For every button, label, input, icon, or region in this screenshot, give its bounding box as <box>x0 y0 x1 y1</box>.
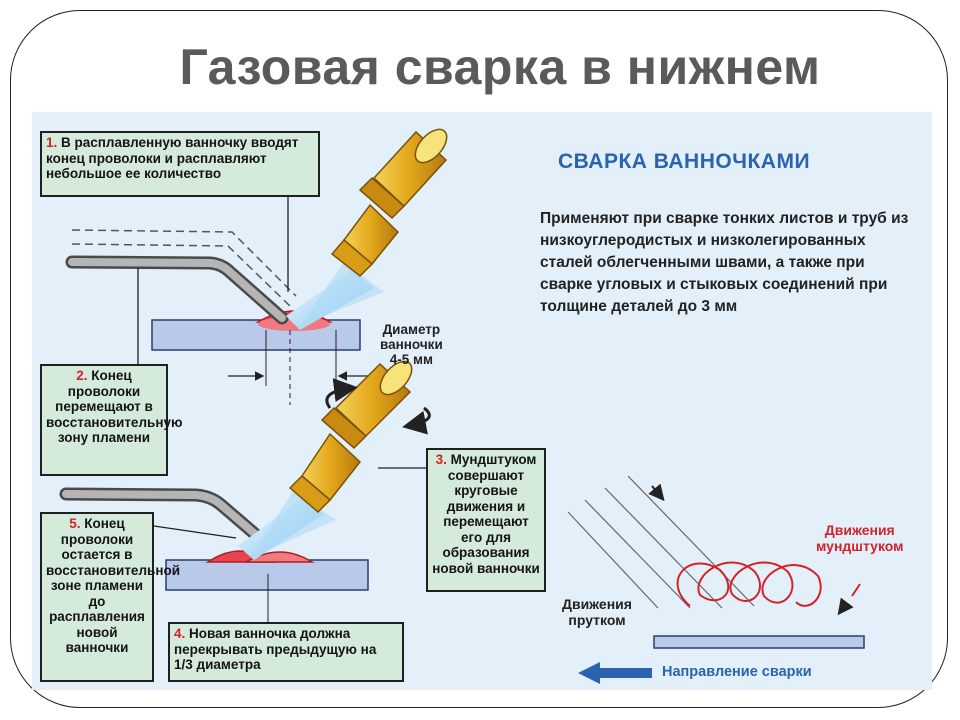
rod-motion-label: Движения прутком <box>562 596 632 628</box>
step-2-text: Конец проволоки перемещают в восстановит… <box>46 368 183 445</box>
direction-label: Направление сварки <box>662 664 812 680</box>
step-3-number: 3. <box>435 452 447 467</box>
step-5-text: Конец проволоки остается в восстановител… <box>46 516 181 655</box>
nozzle-motion-spiral <box>676 561 861 616</box>
step-1-number: 1. <box>46 135 58 150</box>
rod-motion-lines <box>567 475 755 609</box>
step-5-box: 5. Конец проволоки остается в восстанови… <box>40 512 180 682</box>
nozzle-motion-label: Движения мундштуком <box>816 522 904 554</box>
step-2-number: 2. <box>76 368 88 383</box>
direction-arrow-icon <box>578 662 652 684</box>
diagram-description: Применяют при сварке тонких листов и тру… <box>540 210 909 315</box>
step-4-text: Новая ванночка должна перекрывать предыд… <box>174 626 377 672</box>
top-plate <box>151 310 361 351</box>
step-5-number: 5. <box>69 516 81 531</box>
step-2-box: 2. Конец проволоки перемещают в восстано… <box>40 364 183 476</box>
step-3-text: Мундштуком совершают круговые движения и… <box>432 452 540 576</box>
step-4-box: 4. Новая ванночка должна перекрывать пре… <box>168 622 404 682</box>
bottom-torch <box>288 360 413 514</box>
diameter-label: Диаметр ванночки 4-5 мм <box>380 322 443 367</box>
diagram-panel <box>32 112 932 690</box>
slide-title: Газовая сварка в нижнем <box>179 39 821 95</box>
step-1-text: В расплавленную ванночку вводят конец пр… <box>46 135 299 181</box>
slide-frame <box>10 10 948 708</box>
motion-plate <box>653 635 865 649</box>
bottom-wire <box>59 487 269 547</box>
top-flame <box>286 262 384 330</box>
top-wire-dashed <box>71 229 297 307</box>
step-1-box: 1. В расплавленную ванночку вводят конец… <box>40 131 320 197</box>
diagram-heading: СВАРКА ВАННОЧКАМИ <box>558 150 811 173</box>
top-torch <box>330 128 448 278</box>
top-wire <box>65 255 289 325</box>
rotation-arrow-icon <box>325 378 431 435</box>
step-4-number: 4. <box>174 626 186 641</box>
step-3-box: 3. Мундштуком совершают круговые движени… <box>426 448 546 592</box>
bottom-plate <box>165 550 369 591</box>
